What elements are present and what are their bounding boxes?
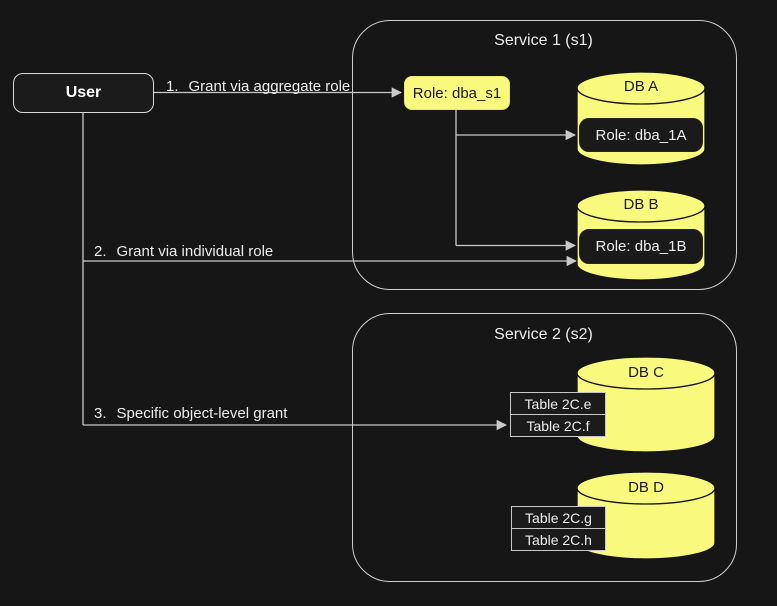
db-a-role-node: Role: dba_1A: [579, 118, 703, 152]
aggregate-role-label: Role: dba_s1: [412, 84, 502, 102]
db-b-role-label: Role: dba_1B: [595, 238, 687, 255]
table-2cg-label: Table 2C.g: [525, 509, 592, 526]
edge-3-number: 3.: [94, 405, 107, 422]
service-1-container: [352, 20, 737, 290]
db-a-role-label: Role: dba_1A: [595, 126, 687, 144]
service-2-title: Service 2 (s2): [494, 326, 593, 343]
table-2ce-label: Table 2C.e: [524, 395, 592, 412]
edge-3-label: 3. Specific object-level grant: [94, 405, 287, 422]
table-2cf-node: Table 2C.f: [510, 414, 606, 437]
table-2ce-node: Table 2C.e: [510, 392, 606, 415]
edge-1-label: 1. Grant via aggregate role: [166, 78, 350, 95]
edge-2-text: Grant via individual role: [116, 243, 274, 260]
user-node-label: User: [65, 84, 102, 101]
db-c-label: DB C: [628, 364, 664, 381]
aggregate-role-node: Role: dba_s1: [404, 76, 510, 110]
db-d-cylinder: [576, 471, 716, 560]
edge-3-text: Specific object-level grant: [116, 405, 288, 422]
service-1-title: Service 1 (s1): [494, 32, 593, 49]
table-2cf-label: Table 2C.f: [526, 417, 590, 434]
edge-1-text: Grant via aggregate role: [188, 78, 351, 95]
user-node: User: [13, 73, 154, 113]
edge-1-number: 1.: [166, 78, 179, 95]
edge-2-number: 2.: [94, 243, 107, 260]
table-2cg-node: Table 2C.g: [511, 506, 606, 529]
service-2-container: [352, 313, 737, 582]
db-d-label: DB D: [628, 479, 664, 496]
db-a-label: DB A: [623, 78, 659, 95]
table-2ch-label: Table 2C.h: [525, 531, 592, 548]
table-2ch-node: Table 2C.h: [511, 528, 606, 551]
edge-2-label: 2. Grant via individual role: [94, 243, 273, 260]
db-b-role-node: Role: dba_1B: [579, 229, 703, 264]
db-b-label: DB B: [623, 196, 659, 213]
db-c-cylinder: [576, 356, 716, 453]
